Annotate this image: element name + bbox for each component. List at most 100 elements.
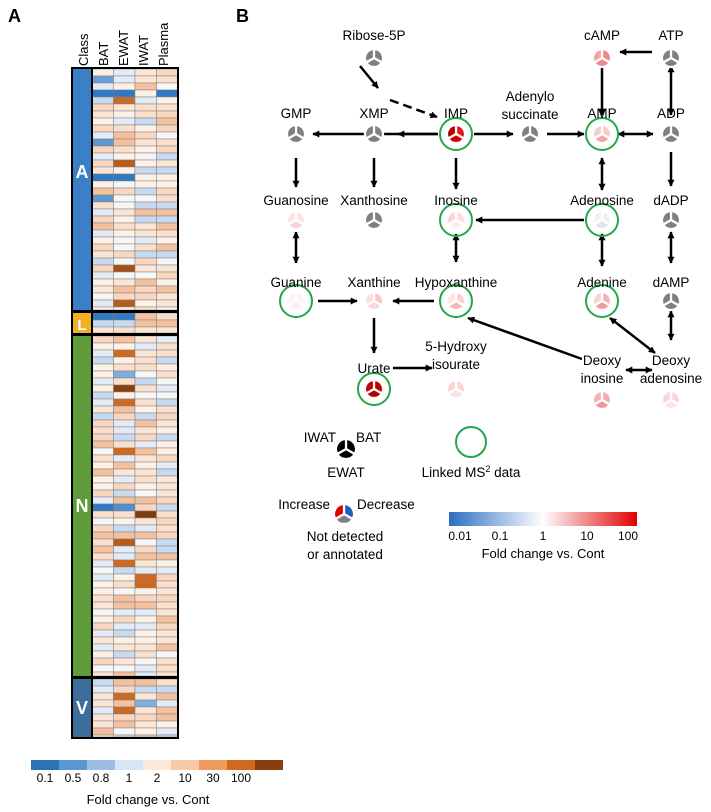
heatmap-cell xyxy=(91,629,114,638)
heatmap-cell xyxy=(91,312,114,321)
legend-a-tick: 0.5 xyxy=(65,771,82,785)
heatmap-cell xyxy=(134,194,157,203)
heatmap-cell xyxy=(156,187,179,196)
heatmap-cell xyxy=(113,594,136,603)
heatmap-cell xyxy=(113,377,136,386)
heatmap-cell xyxy=(156,650,179,659)
heatmap-cell xyxy=(134,692,157,701)
heatmap-cell xyxy=(91,236,114,245)
heatmap-cell xyxy=(134,650,157,659)
heatmap-cell xyxy=(91,559,114,568)
heatmap-cell xyxy=(113,566,136,575)
heatmap-cell xyxy=(134,335,157,344)
heatmap-cell xyxy=(113,678,136,687)
heatmap-cell xyxy=(156,720,179,729)
heatmap-cell xyxy=(113,194,136,203)
heatmap-cell xyxy=(91,187,114,196)
xanthine-pie xyxy=(363,290,385,312)
heatmap-cell xyxy=(91,713,114,722)
heatmap-cell xyxy=(156,573,179,582)
heatmap-cell xyxy=(113,201,136,210)
heatmap-cell xyxy=(134,671,157,677)
heatmap-cell xyxy=(91,580,114,589)
heatmap-cell xyxy=(91,68,114,77)
heatmap-cell xyxy=(156,356,179,365)
heatmap-cell xyxy=(134,312,157,321)
heatmap-column-labels: Class BAT EWAT IWAT Plasma xyxy=(76,22,171,66)
class-label-v: V xyxy=(76,698,88,718)
heatmap-cell xyxy=(156,75,179,84)
damp-pie xyxy=(660,290,682,312)
guanosine-pie xyxy=(285,209,307,231)
label-gmp: GMP xyxy=(281,106,312,121)
heatmap-cell xyxy=(91,166,114,175)
heatmap-cell xyxy=(91,601,114,610)
heatmap-cell xyxy=(156,363,179,372)
heatmap-cell xyxy=(113,615,136,624)
heatmap-cell xyxy=(91,678,114,687)
direction-key: Increase Decrease Not detected or annota… xyxy=(278,497,415,562)
heatmap-cell xyxy=(113,559,136,568)
heatmap-cell xyxy=(113,454,136,463)
colorbar-b-tick: 1 xyxy=(540,529,547,543)
label-adenosine: Adenosine xyxy=(570,193,634,208)
heatmap-cell xyxy=(134,82,157,91)
adenine-pie xyxy=(585,284,619,318)
heatmap-cell xyxy=(134,103,157,112)
heatmap-cell xyxy=(134,75,157,84)
heatmap-cell xyxy=(156,117,179,126)
heatmap-cell xyxy=(91,103,114,112)
heatmap-cell xyxy=(156,559,179,568)
heatmap-cell xyxy=(113,461,136,470)
legend-a-swatch xyxy=(227,760,255,770)
heatmap-cell xyxy=(113,103,136,112)
heatmap-cell xyxy=(91,664,114,673)
heatmap-cell xyxy=(91,643,114,652)
legend-a-tick: 2 xyxy=(154,771,161,785)
colorbar-b-tick: 0.1 xyxy=(492,529,509,543)
heatmap-cell xyxy=(134,426,157,435)
heatmap-cell xyxy=(91,419,114,428)
heatmap-cell xyxy=(134,299,157,308)
heatmap-cell xyxy=(134,496,157,505)
heatmap-cell xyxy=(134,173,157,182)
heatmap-cell xyxy=(156,271,179,280)
heatmap-cell xyxy=(91,727,114,736)
heatmap-cell xyxy=(91,75,114,84)
heatmap-cell xyxy=(91,496,114,505)
heatmap-cell xyxy=(156,299,179,308)
adenosine-pie xyxy=(585,203,619,237)
heatmap-cell xyxy=(134,215,157,224)
heatmap-cell xyxy=(134,713,157,722)
label-deoxy: Deoxy xyxy=(583,353,622,368)
heatmap-cell xyxy=(91,326,114,334)
heatmap-cell xyxy=(134,580,157,589)
heatmap-cell xyxy=(134,236,157,245)
heatmap-cell xyxy=(91,208,114,217)
legend-a-tick: 0.1 xyxy=(37,771,54,785)
dadp-pie xyxy=(660,209,682,231)
ribose5p-pie xyxy=(363,47,385,69)
heatmap-cell xyxy=(156,692,179,701)
heatmap-cell xyxy=(134,566,157,575)
heatmap-cell xyxy=(113,419,136,428)
legend-a-swatch xyxy=(171,760,199,770)
heatmap-cell xyxy=(134,356,157,365)
xanthosine-pie xyxy=(363,209,385,231)
heatmap-cell xyxy=(156,377,179,386)
legend-a-tick: 1 xyxy=(126,771,133,785)
heatmap-cell xyxy=(156,727,179,736)
heatmap-cell xyxy=(91,657,114,666)
heatmap-cell xyxy=(113,636,136,645)
heatmap-cell xyxy=(134,440,157,449)
key-iwat-label: IWAT xyxy=(304,430,336,445)
colorbar-b-tick: 0.01 xyxy=(448,529,472,543)
heatmap-cell xyxy=(156,412,179,421)
heatmap-cell xyxy=(134,552,157,561)
class-label-n: N xyxy=(76,496,89,516)
legend-a-swatch xyxy=(87,760,115,770)
heatmap-cell xyxy=(113,89,136,98)
heatmap-cell xyxy=(156,173,179,182)
label-inosine: Inosine xyxy=(434,193,478,208)
heatmap-cell xyxy=(156,454,179,463)
